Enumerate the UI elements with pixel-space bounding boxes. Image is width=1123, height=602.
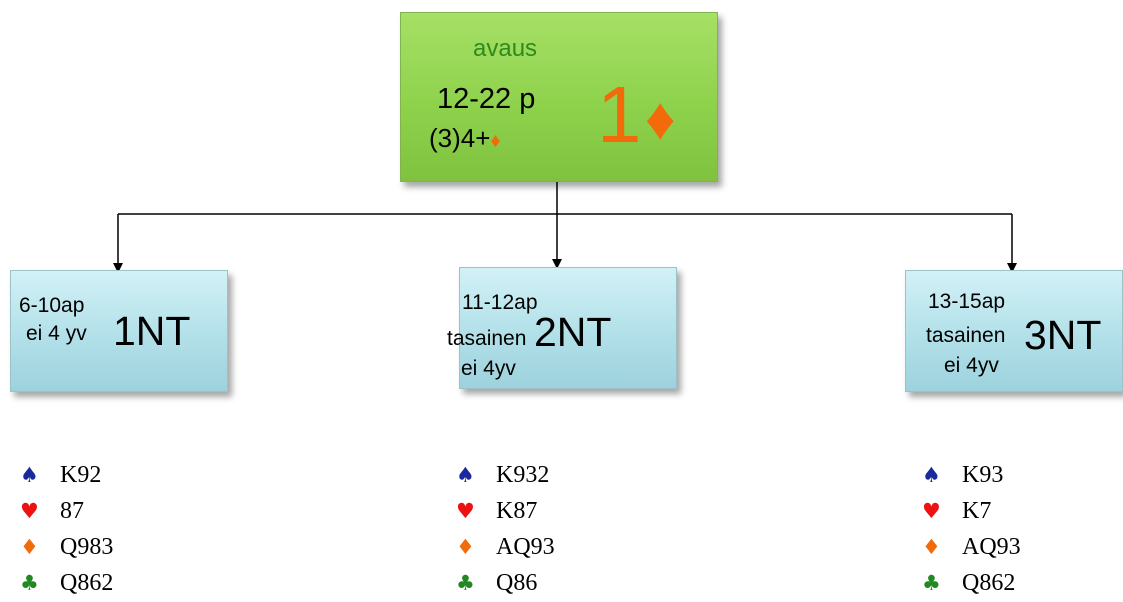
hand-row-clubs: ♣ Q862 bbox=[922, 571, 1015, 595]
spade-icon: ♠ bbox=[922, 463, 941, 487]
opening-length-text: (3)4+ bbox=[429, 123, 491, 153]
response-condition: ei 4 yv bbox=[26, 322, 87, 345]
club-icon: ♣ bbox=[20, 571, 39, 595]
hand-cards: Q86 bbox=[496, 570, 538, 596]
spade-icon: ♠ bbox=[456, 463, 475, 487]
hand-row-hearts: ♥ K87 bbox=[456, 499, 537, 523]
opening-bid-suit-diamond-icon: ♦ bbox=[645, 85, 676, 152]
response-points: 11-12ap bbox=[462, 291, 538, 314]
response-box-2nt: 11-12ap tasainen 2NT ei 4yv bbox=[447, 267, 677, 389]
opening-length: (3)4+♦ bbox=[429, 125, 501, 151]
hand-cards: K7 bbox=[962, 498, 992, 524]
hand-cards: AQ93 bbox=[962, 534, 1021, 560]
response-bid: 3NT bbox=[1024, 312, 1102, 358]
response-points: 13-15ap bbox=[928, 290, 1006, 313]
response-shape: tasainen bbox=[926, 324, 1006, 347]
diamond-icon: ♦ bbox=[20, 535, 39, 559]
response-condition: ei 4yv bbox=[461, 357, 516, 380]
hand-row-diamonds: ♦ Q983 bbox=[20, 535, 113, 559]
response-condition: ei 4yv bbox=[944, 354, 999, 377]
hand-row-hearts: ♥ 87 bbox=[20, 499, 84, 523]
hand-cards: K92 bbox=[60, 462, 102, 488]
diamond-icon: ♦ bbox=[490, 130, 501, 152]
hand-row-spades: ♠ K92 bbox=[20, 463, 101, 487]
response-box-3nt: 13-15ap tasainen 3NT ei 4yv bbox=[905, 270, 1123, 392]
opening-label: avaus bbox=[473, 35, 538, 62]
opening-points: 12-22 p bbox=[437, 83, 536, 115]
hand-row-diamonds: ♦ AQ93 bbox=[922, 535, 1021, 559]
hand-cards: AQ93 bbox=[496, 534, 555, 560]
response-bid: 2NT bbox=[534, 309, 612, 355]
hand-cards: Q862 bbox=[60, 570, 114, 596]
hand-row-spades: ♠ K93 bbox=[922, 463, 1003, 487]
hand-row-clubs: ♣ Q86 bbox=[456, 571, 537, 595]
heart-icon: ♥ bbox=[20, 499, 39, 523]
spade-icon: ♠ bbox=[20, 463, 39, 487]
opening-bid-level: 1 bbox=[597, 70, 642, 159]
response-shape: tasainen bbox=[447, 327, 527, 350]
hand-cards: Q983 bbox=[60, 534, 114, 560]
hand-cards: 87 bbox=[60, 498, 84, 524]
hand-cards: Q862 bbox=[962, 570, 1016, 596]
response-bid: 1NT bbox=[113, 308, 191, 354]
hand-row-diamonds: ♦ AQ93 bbox=[456, 535, 555, 559]
hand-row-clubs: ♣ Q862 bbox=[20, 571, 113, 595]
hand-row-spades: ♠ K932 bbox=[456, 463, 549, 487]
response-box-1nt: 6-10ap ei 4 yv 1NT bbox=[10, 270, 228, 392]
hand-cards: K932 bbox=[496, 462, 550, 488]
club-icon: ♣ bbox=[922, 571, 941, 595]
opening-box: avaus 12-22 p (3)4+♦ 1 ♦ bbox=[400, 12, 718, 182]
hand-cards: K93 bbox=[962, 462, 1004, 488]
diamond-icon: ♦ bbox=[456, 535, 475, 559]
heart-icon: ♥ bbox=[456, 499, 475, 523]
club-icon: ♣ bbox=[456, 571, 475, 595]
hand-cards: K87 bbox=[496, 498, 538, 524]
heart-icon: ♥ bbox=[922, 499, 941, 523]
hand-row-hearts: ♥ K7 bbox=[922, 499, 991, 523]
response-points: 6-10ap bbox=[19, 294, 85, 317]
diamond-icon: ♦ bbox=[922, 535, 941, 559]
